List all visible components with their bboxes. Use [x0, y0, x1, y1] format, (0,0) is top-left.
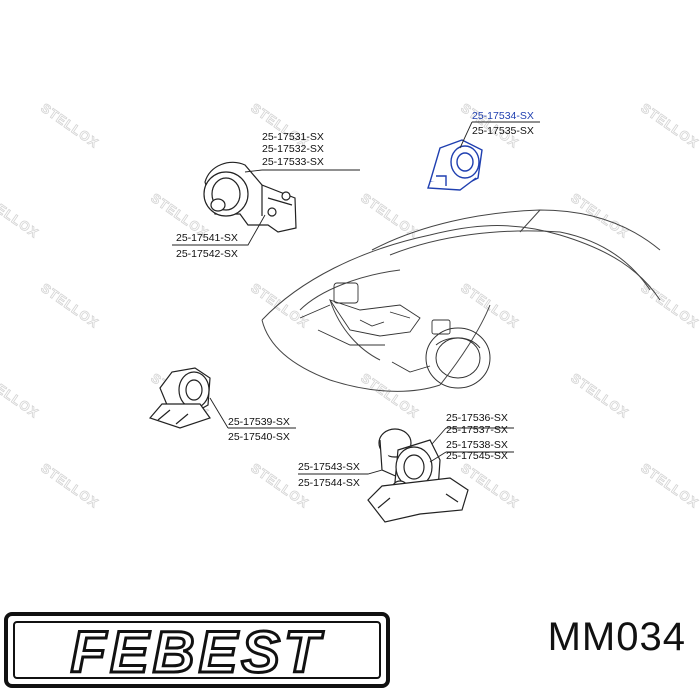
engine-sketch: [299, 282, 451, 373]
part-label: 25-17533-SX: [262, 156, 324, 168]
part-label: 25-17532-SX: [262, 143, 324, 155]
engine-mount-bottom: [367, 428, 469, 523]
watermark-text: STELLOX: [248, 280, 311, 331]
engine-mount-top-right: [427, 139, 483, 191]
part-label: 25-17541-SX: [176, 232, 238, 244]
car-body-outline: [261, 209, 661, 392]
headlight-outline: [425, 327, 491, 389]
part-label: 25-17535-SX: [472, 125, 534, 137]
watermark-text: STELLOX: [38, 460, 101, 511]
part-label: 25-17537-SX: [446, 424, 508, 436]
callout-bottom-left: 25-17543-SX 25-17544-SX: [298, 461, 360, 489]
watermark-text: STELLOX: [0, 370, 42, 421]
watermark-text: STELLOX: [358, 370, 421, 421]
febest-logo: FEBEST: [4, 612, 390, 688]
watermark-text: STELLOX: [0, 190, 42, 241]
callout-middle-left: 25-17539-SX 25-17540-SX: [228, 416, 290, 443]
watermark-text: STELLOX: [358, 190, 421, 241]
part-label: 25-17542-SX: [176, 248, 238, 260]
engine-mount-top-left: [203, 161, 297, 233]
part-label: 25-17534-SX: [472, 110, 534, 122]
callout-top-left-a: 25-17531-SX 25-17532-SX 25-17533-SX: [262, 131, 324, 168]
watermark-text: STELLOX: [568, 370, 631, 421]
brand-text: FEBEST: [71, 620, 324, 685]
watermark-text: STELLOX: [568, 190, 631, 241]
leader-lines: [172, 121, 540, 475]
watermark-text: STELLOX: [638, 280, 700, 331]
callout-bottom-right: 25-17536-SX 25-17537-SX 25-17538-SX 25-1…: [446, 412, 508, 462]
callout-top-left-b: 25-17541-SX 25-17542-SX: [176, 232, 238, 260]
watermark-text: STELLOX: [458, 460, 521, 511]
part-label: 25-17543-SX: [298, 461, 360, 473]
callout-top-right: 25-17534-SX 25-17535-SX: [472, 110, 534, 137]
engine-mount-middle-left: [148, 367, 211, 429]
part-label: 25-17544-SX: [298, 477, 360, 489]
part-label: 25-17539-SX: [228, 416, 290, 428]
part-label: 25-17531-SX: [262, 131, 324, 143]
part-label: 25-17538-SX: [446, 439, 508, 451]
watermark-text: STELLOX: [638, 460, 700, 511]
part-label: 25-17536-SX: [446, 412, 508, 424]
watermark-text: STELLOX: [38, 100, 101, 151]
watermark-text: STELLOX: [638, 100, 700, 151]
part-label: 25-17540-SX: [228, 431, 290, 443]
part-label: 25-17545-SX: [446, 450, 508, 462]
watermark-text: STELLOX: [38, 280, 101, 331]
part-number: MM034: [547, 615, 686, 659]
